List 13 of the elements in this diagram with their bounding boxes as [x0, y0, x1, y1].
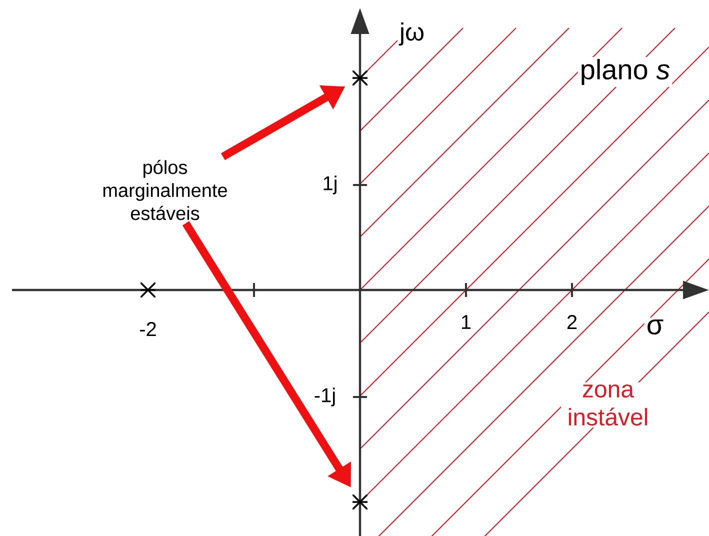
- axis-label: -1j: [312, 386, 338, 408]
- axis-label: σ: [644, 317, 666, 337]
- axis-label: zona instável: [561, 382, 655, 428]
- axis-label: 1: [458, 313, 474, 331]
- pole-mark: [352, 70, 368, 86]
- axis-label: 1j: [320, 174, 340, 196]
- axis-label: jω: [397, 20, 427, 48]
- annotation-text: pólos marginalmente estáveis: [103, 160, 227, 220]
- axis-label: -2: [137, 320, 159, 338]
- axis-label: plano s: [578, 56, 672, 88]
- pole-mark: [352, 494, 368, 510]
- axis-label: 2: [564, 313, 580, 331]
- pole-mark: [140, 282, 156, 298]
